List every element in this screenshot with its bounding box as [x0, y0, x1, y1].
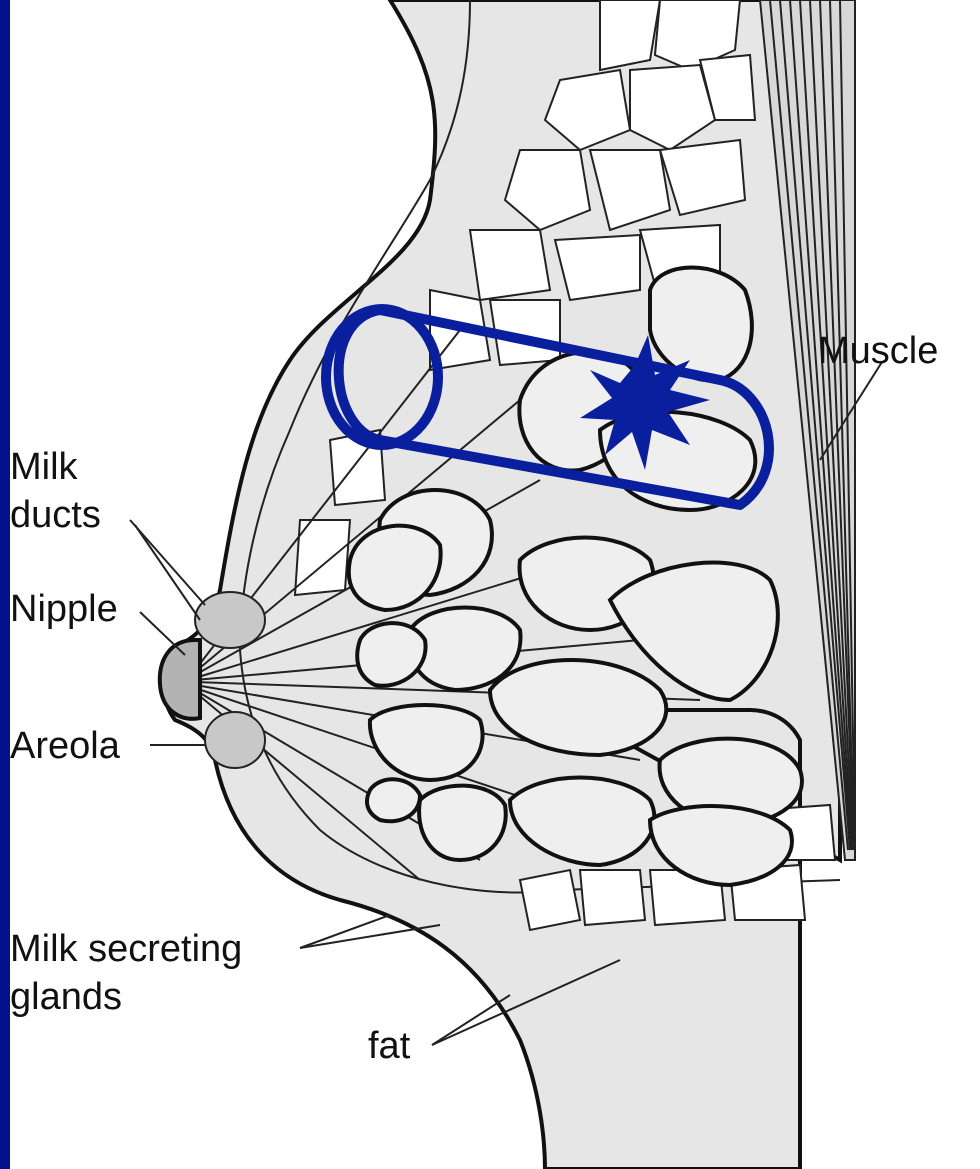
slide-border: [0, 0, 10, 1169]
label-milk-ducts-line1: Milk: [10, 446, 78, 488]
label-nipple: Nipple: [10, 588, 118, 630]
label-areola: Areola: [10, 725, 120, 767]
areola: [195, 592, 265, 648]
label-milk-ducts-line2: ducts: [10, 494, 101, 536]
areola-lower: [205, 712, 265, 768]
label-muscle: Muscle: [818, 330, 938, 372]
label-fat: fat: [368, 1025, 410, 1067]
label-glands-line2: glands: [10, 976, 122, 1018]
label-glands-line1: Milk secreting: [10, 928, 242, 970]
